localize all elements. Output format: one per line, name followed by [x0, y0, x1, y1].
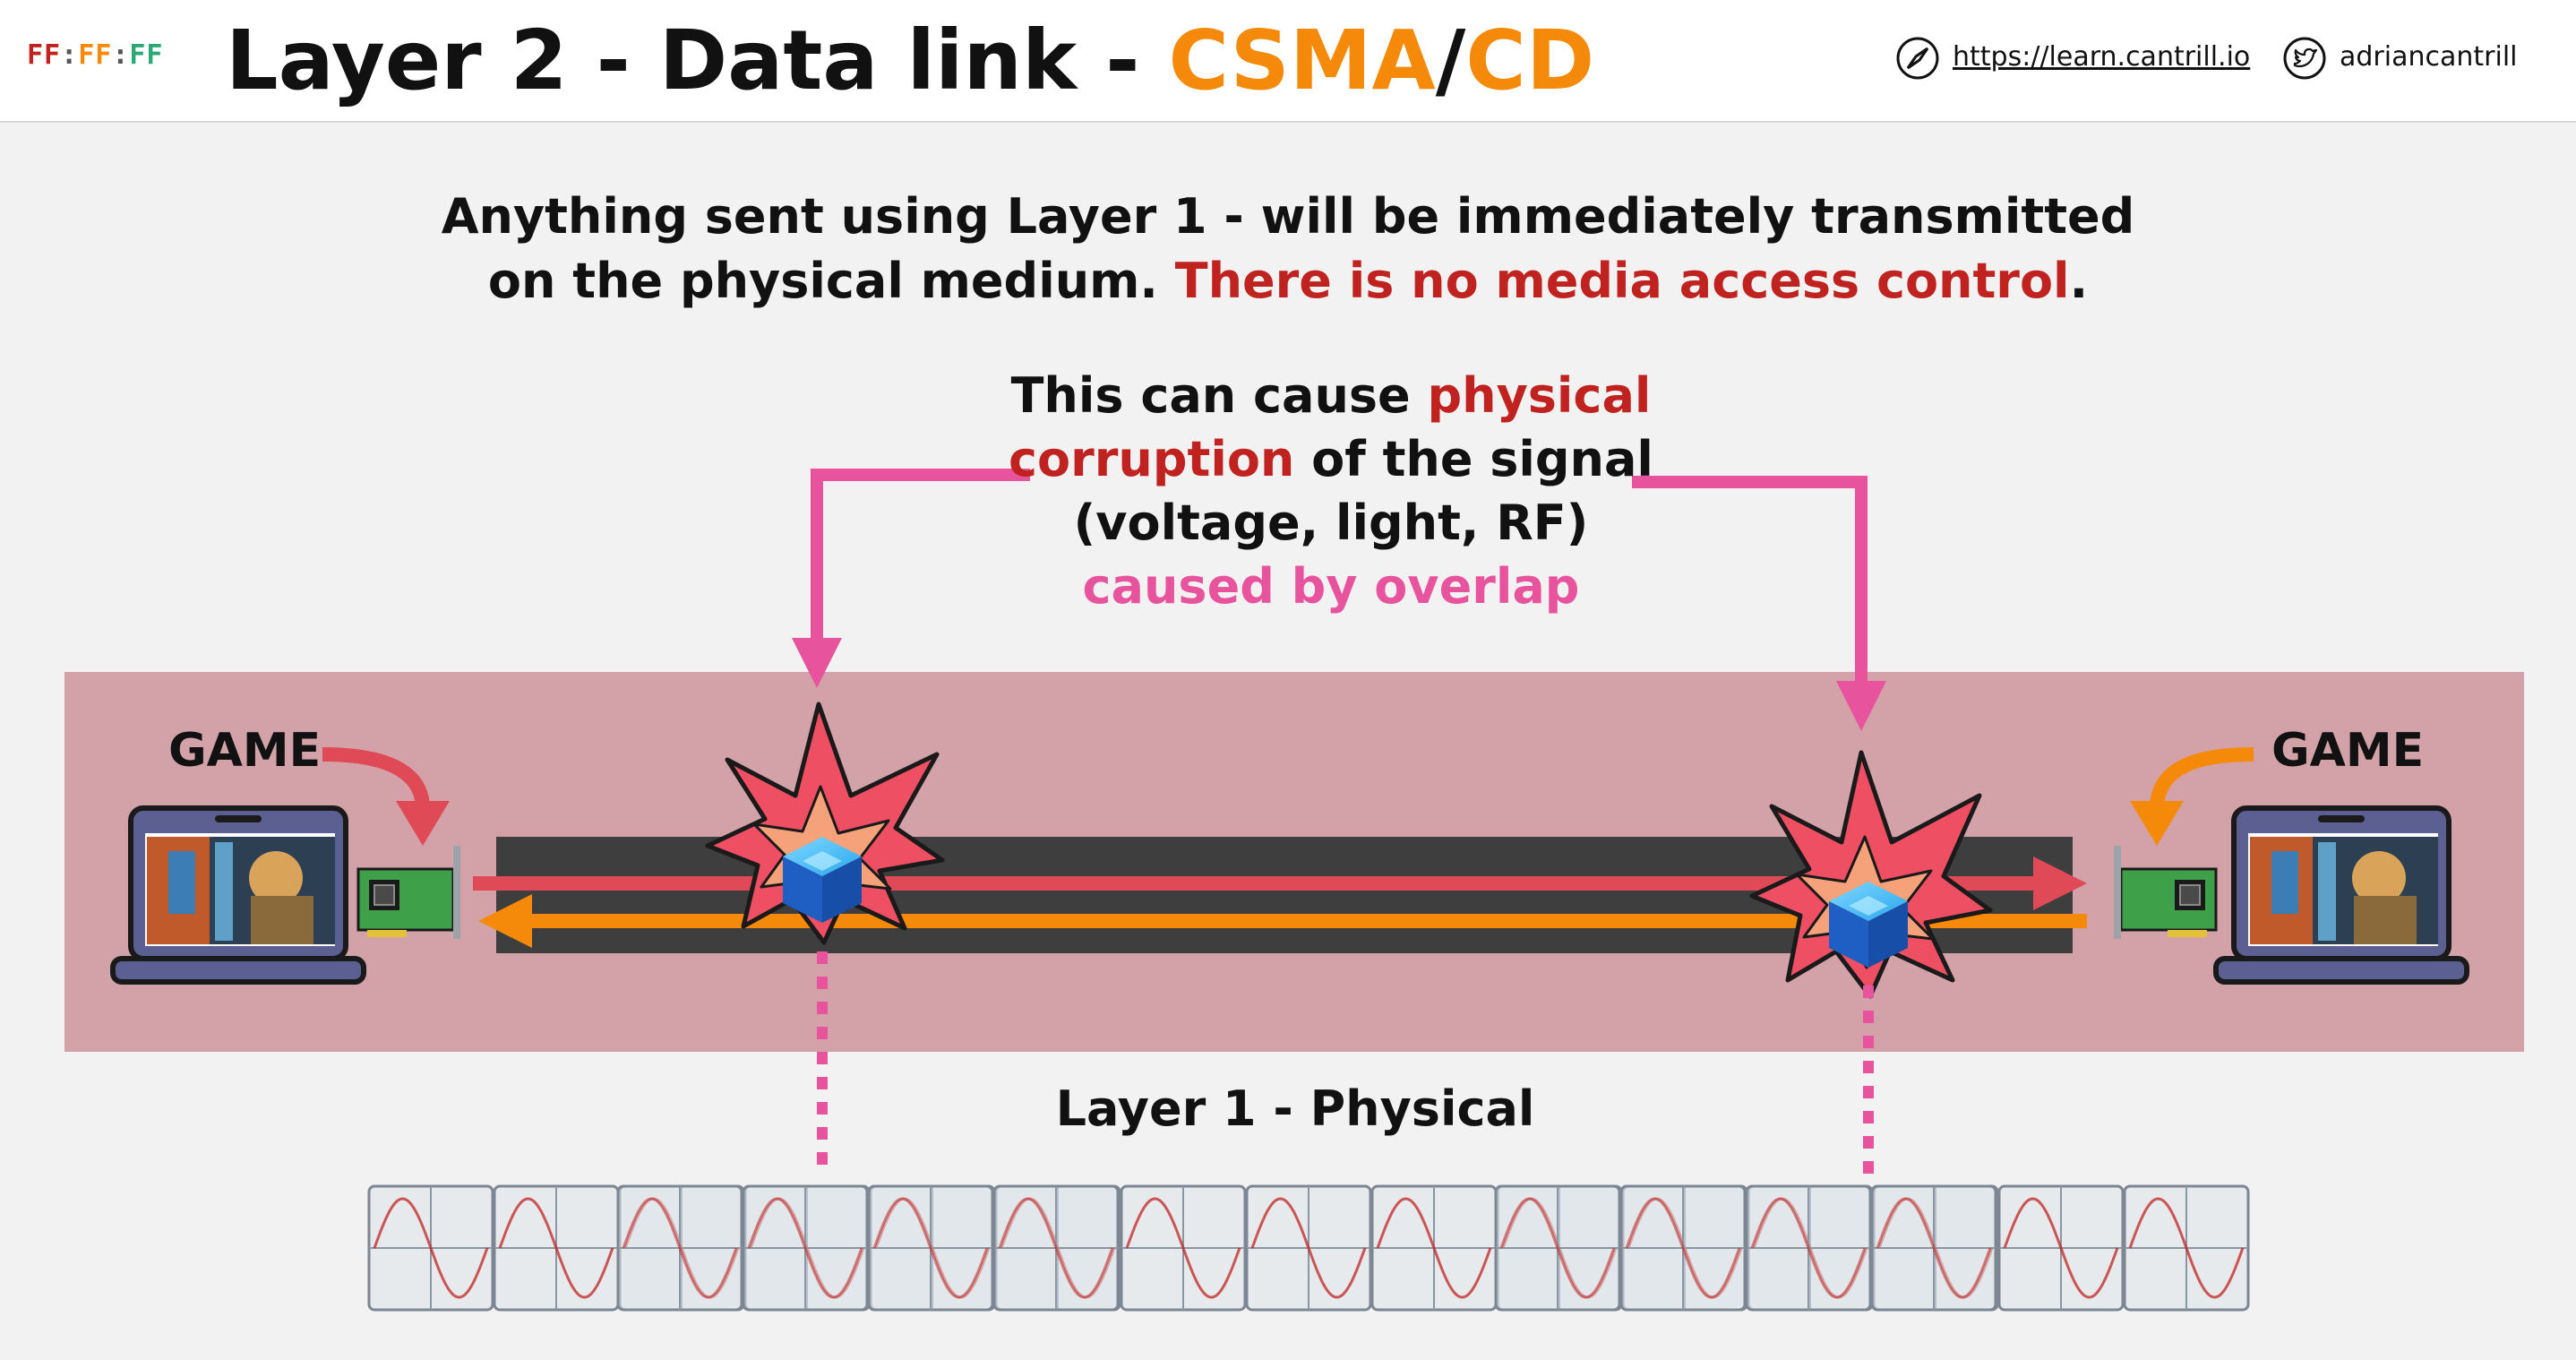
- title-cd: CD: [1465, 13, 1595, 108]
- callout-line-1: This can cause physical: [973, 364, 1689, 427]
- logo: FF:FF:FF: [27, 39, 164, 71]
- left-game-arrow: [322, 747, 450, 846]
- intro-period: .: [2069, 253, 2089, 309]
- callout-physical: physical: [1427, 367, 1652, 424]
- twitter-icon: [2283, 37, 2326, 80]
- callout-caused-by-overlap: caused by overlap: [1082, 558, 1580, 615]
- logo-sep: :: [112, 39, 130, 71]
- callout-corruption: corruption: [1009, 431, 1295, 487]
- waveform-icon: [1120, 1184, 1247, 1312]
- waveform-icon: [367, 1184, 494, 1312]
- right-game-arrow: [2130, 747, 2254, 846]
- layer1-label: Layer 1 - Physical: [1055, 1080, 1535, 1137]
- waveform-icon: [493, 1184, 620, 1312]
- intro-text: Anything sent using Layer 1 - will be im…: [392, 185, 2184, 314]
- left-game-label: GAME: [168, 724, 322, 778]
- intro-line-2: on the physical medium. There is no medi…: [392, 249, 2184, 314]
- twitter-handle[interactable]: adriancantrill: [2340, 41, 2518, 73]
- callout-line-3: (voltage, light, RF): [1073, 495, 1589, 551]
- callout-text: This can cause physical corruption of th…: [973, 364, 1689, 618]
- waveform-icon: [1870, 1184, 1997, 1312]
- waveform-icon: [2123, 1184, 2250, 1312]
- title-slash: /: [1435, 13, 1466, 108]
- website-url[interactable]: https://learn.cantrill.io: [1953, 41, 2251, 73]
- laptop-icon: [2213, 805, 2469, 985]
- laptop-icon: [110, 805, 366, 985]
- intro-line-2-text: on the physical medium.: [487, 253, 1175, 309]
- network-card-icon: [2114, 846, 2218, 939]
- waveform-icon: [1245, 1184, 1372, 1312]
- waveform-strip: [367, 1184, 2250, 1312]
- logo-sep: :: [61, 39, 79, 71]
- waveform-icon: [1494, 1184, 1621, 1312]
- waveform-icon: [1619, 1184, 1747, 1312]
- callout-line-2: corruption of the signal: [973, 427, 1689, 491]
- callout-arrow-right: [1632, 476, 1886, 731]
- logo-ff-red: FF: [27, 39, 62, 71]
- intro-no-media-access-control: There is no media access control: [1174, 253, 2070, 309]
- intro-line-1: Anything sent using Layer 1 - will be im…: [441, 188, 2135, 245]
- callout-line-1-text: This can cause: [1010, 367, 1428, 424]
- header-bar: FF:FF:FF Layer 2 - Data link - CSMA/CD h…: [0, 0, 2576, 123]
- waveform-icon: [616, 1184, 743, 1312]
- compass-icon: [1896, 37, 1939, 80]
- page-title: Layer 2 - Data link - CSMA/CD: [226, 7, 1594, 115]
- logo-ff-green: FF: [129, 39, 164, 71]
- frame-cube-icon: [783, 837, 862, 923]
- waveform-icon: [1370, 1184, 1498, 1312]
- logo-ff-orange: FF: [78, 39, 113, 71]
- waveform-icon: [992, 1184, 1120, 1312]
- callout-line-2-text: of the signal: [1294, 431, 1653, 487]
- frame-cube-icon: [1829, 882, 1908, 968]
- waveform-icon: [742, 1184, 869, 1312]
- waveform-icon: [1745, 1184, 1872, 1312]
- waveform-icon: [867, 1184, 994, 1312]
- network-card-icon: [356, 846, 460, 939]
- title-csma: CSMA: [1168, 13, 1436, 108]
- right-game-label: GAME: [2271, 724, 2425, 778]
- title-prefix: Layer 2 - Data link -: [226, 13, 1169, 108]
- callout-arrow-left: [792, 469, 1030, 688]
- waveform-icon: [1997, 1184, 2125, 1312]
